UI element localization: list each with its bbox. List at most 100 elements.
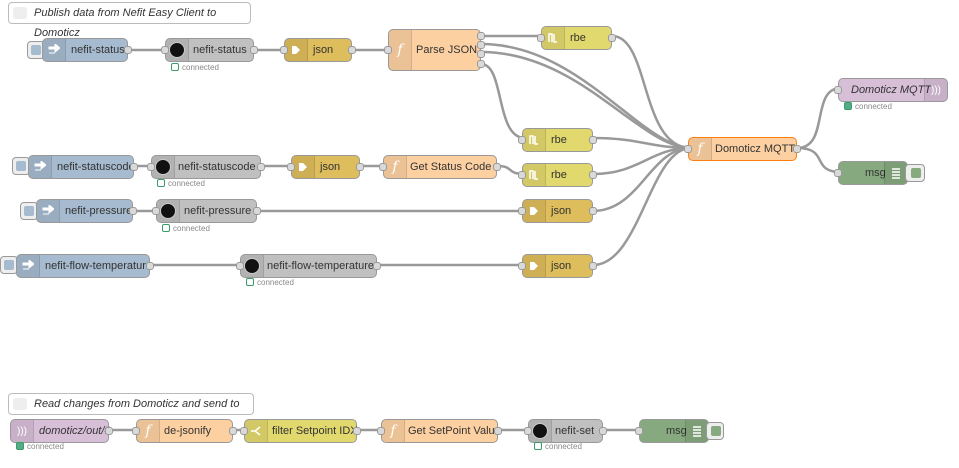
json-node-3[interactable]: json [518, 199, 597, 223]
link-in-node-nefit-statuscode[interactable]: nefit-statuscode [28, 155, 138, 179]
input-port[interactable] [524, 427, 532, 435]
node-label: json [320, 161, 341, 173]
output-port[interactable] [589, 207, 597, 215]
output-port[interactable] [356, 163, 364, 171]
input-port[interactable] [287, 163, 295, 171]
output-port[interactable] [494, 427, 502, 435]
comment-read[interactable]: Read changes from Domoticz and send to E… [8, 393, 254, 430]
input-port[interactable] [537, 34, 545, 42]
debug-node-msg-1[interactable]: msg [834, 161, 908, 185]
debug-toggle-button[interactable] [706, 422, 724, 440]
node-label: domoticz/out/# [39, 425, 111, 437]
debug-node-msg-2[interactable]: msg [635, 419, 709, 443]
input-port[interactable] [240, 427, 248, 435]
nefit-easy-icon [529, 420, 552, 442]
function-node-domoticz-mqtt[interactable]: f Domoticz MQTT [684, 137, 801, 161]
input-port[interactable] [518, 207, 526, 215]
input-port[interactable] [379, 163, 387, 171]
link-in-node-nefit-pressure[interactable]: nefit-pressure [36, 199, 137, 223]
easy-node-nefit-statuscode[interactable]: nefit-statuscode [147, 155, 265, 179]
node-label: de-jsonify [164, 425, 212, 437]
mqtt-out-node-domoticz[interactable]: Domoticz MQTT ))) [834, 78, 948, 102]
arrow-in-icon [29, 156, 52, 178]
rbe-node-1[interactable]: rbe [537, 26, 616, 50]
function-node-de-jsonify[interactable]: f de-jsonify [132, 419, 237, 443]
node-label: nefit-statuscode [178, 161, 256, 173]
output-port[interactable] [599, 427, 607, 435]
switch-node-filter-setpoint-idx[interactable]: filter Setpoint IDX [240, 419, 361, 443]
output-port[interactable] [348, 46, 356, 54]
output-port[interactable] [105, 427, 113, 435]
easy-node-nefit-set[interactable]: nefit-set [524, 419, 607, 443]
input-port[interactable] [834, 169, 842, 177]
debug-toggle-button[interactable] [905, 164, 925, 182]
link-in-node-nefit-flow-temperature[interactable]: nefit-flow-temperature [16, 254, 154, 278]
input-port[interactable] [132, 427, 140, 435]
output-port[interactable] [253, 207, 261, 215]
status-dot-icon [246, 278, 254, 286]
output-port[interactable] [353, 427, 361, 435]
output-port[interactable] [477, 32, 485, 40]
node-label: Parse JSON [416, 44, 478, 56]
node-label: rbe [551, 134, 567, 146]
nefit-easy-icon [241, 255, 264, 277]
mqtt-in-node-domoticz-out[interactable]: ))) domoticz/out/# [10, 419, 113, 443]
function-node-parse-json[interactable]: f Parse JSON [384, 29, 485, 71]
node-label: nefit-set [555, 425, 595, 437]
rbe-icon [523, 164, 546, 186]
output-port[interactable] [589, 136, 597, 144]
function-node-get-status-code[interactable]: f Get Status Code [379, 155, 501, 179]
output-port[interactable] [250, 46, 258, 54]
easy-node-nefit-flow-temperature[interactable]: nefit-flow-temperature [236, 254, 381, 278]
input-port[interactable] [280, 46, 288, 54]
output-port[interactable] [124, 46, 132, 54]
output-port[interactable] [493, 163, 501, 171]
output-port[interactable] [608, 34, 616, 42]
input-port[interactable] [384, 46, 392, 54]
json-node-4[interactable]: json [518, 254, 597, 278]
debug-list-icon [685, 420, 708, 442]
easy-node-nefit-status[interactable]: nefit-status [161, 38, 258, 62]
output-port[interactable] [589, 262, 597, 270]
rbe-node-3[interactable]: rbe [518, 163, 597, 187]
input-port[interactable] [518, 262, 526, 270]
output-port[interactable] [373, 262, 381, 270]
output-port[interactable] [477, 50, 485, 58]
json-arrow-icon [285, 39, 308, 61]
node-label: nefit-pressure [65, 205, 133, 217]
output-port[interactable] [589, 171, 597, 179]
comment-icon [13, 7, 27, 19]
output-port[interactable] [130, 163, 138, 171]
input-port[interactable] [152, 207, 160, 215]
link-in-node-nefit-status[interactable]: nefit-status [42, 38, 132, 62]
comment-label: Publish data from Nefit Easy Client to D… [34, 7, 217, 39]
status-dot-icon [162, 224, 170, 232]
easy-node-nefit-pressure[interactable]: nefit-pressure [152, 199, 261, 223]
input-port[interactable] [518, 171, 526, 179]
output-port[interactable] [146, 262, 154, 270]
output-port[interactable] [129, 207, 137, 215]
input-port[interactable] [161, 46, 169, 54]
input-port[interactable] [147, 163, 155, 171]
input-port[interactable] [635, 427, 643, 435]
json-node-1[interactable]: json [280, 38, 356, 62]
nefit-easy-icon [166, 39, 189, 61]
node-label: nefit-flow-temperature [45, 260, 152, 272]
wire [592, 146, 692, 267]
json-node-2[interactable]: json [287, 155, 364, 179]
output-port[interactable] [477, 41, 485, 49]
function-node-get-setpoint-value[interactable]: f Get SetPoint Value [377, 419, 502, 443]
input-port[interactable] [236, 262, 244, 270]
output-port[interactable] [229, 427, 237, 435]
input-port[interactable] [377, 427, 385, 435]
output-port[interactable] [257, 163, 265, 171]
output-port[interactable] [793, 145, 801, 153]
input-port[interactable] [518, 136, 526, 144]
rbe-node-2[interactable]: rbe [518, 128, 597, 152]
mqtt-wave-icon: ))) [924, 79, 947, 101]
rbe-icon [542, 27, 565, 49]
comment-publish[interactable]: Publish data from Nefit Easy Client to D… [8, 2, 251, 39]
output-port[interactable] [477, 60, 485, 68]
input-port[interactable] [684, 145, 692, 153]
input-port[interactable] [834, 86, 842, 94]
